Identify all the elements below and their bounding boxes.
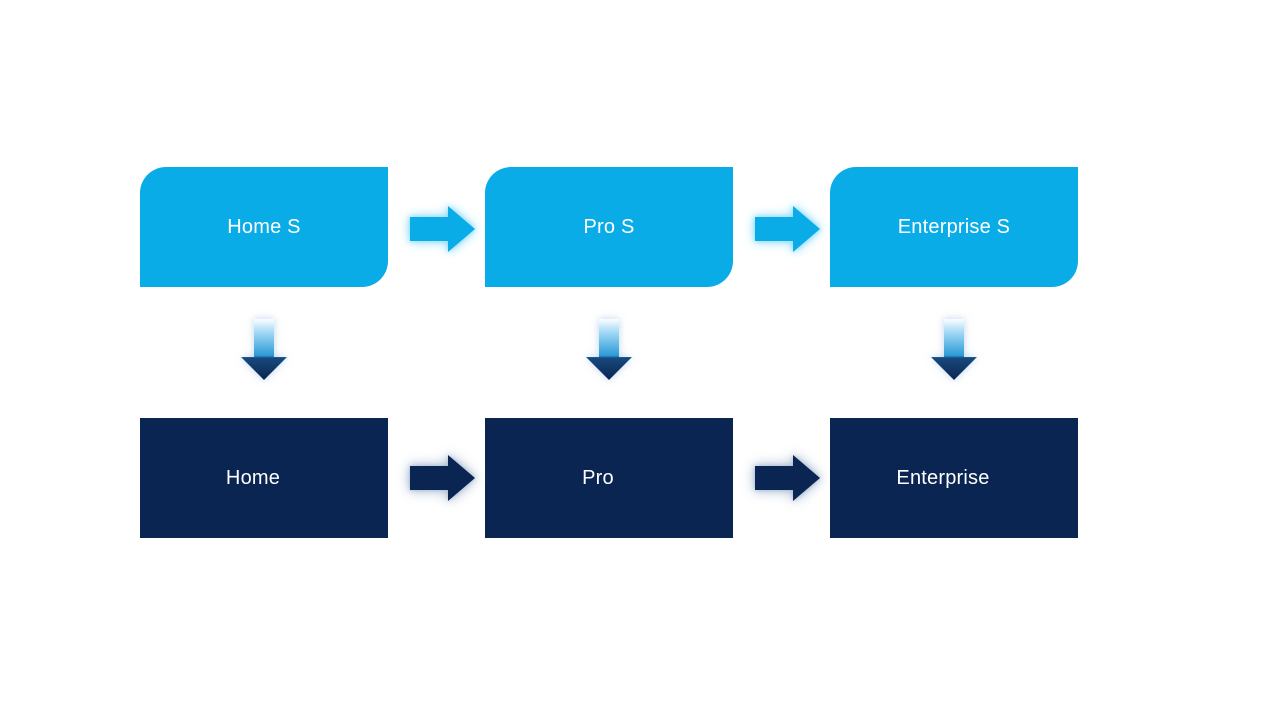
box-home: Home [140,418,388,538]
box-label: Pro [582,466,614,489]
right-arrow-icon [755,204,821,254]
box-home-s: Home S [140,167,388,287]
box-label: Home [225,466,281,489]
box-label: Enterprise S [897,215,1011,238]
right-arrow-icon [410,453,476,503]
down-arrow-icon [240,319,288,381]
box-pro-s: Pro S [485,167,733,287]
down-arrow-icon [585,319,633,381]
right-arrow-icon [410,204,476,254]
box-pro: Pro [485,418,733,538]
box-label: Home S [227,215,301,238]
right-arrow-icon [755,453,821,503]
box-label: Enterprise [896,466,990,489]
box-label: Pro S [583,215,635,238]
box-enterprise: Enterprise [830,418,1078,538]
down-arrow-icon [930,319,978,381]
box-enterprise-s: Enterprise S [830,167,1078,287]
